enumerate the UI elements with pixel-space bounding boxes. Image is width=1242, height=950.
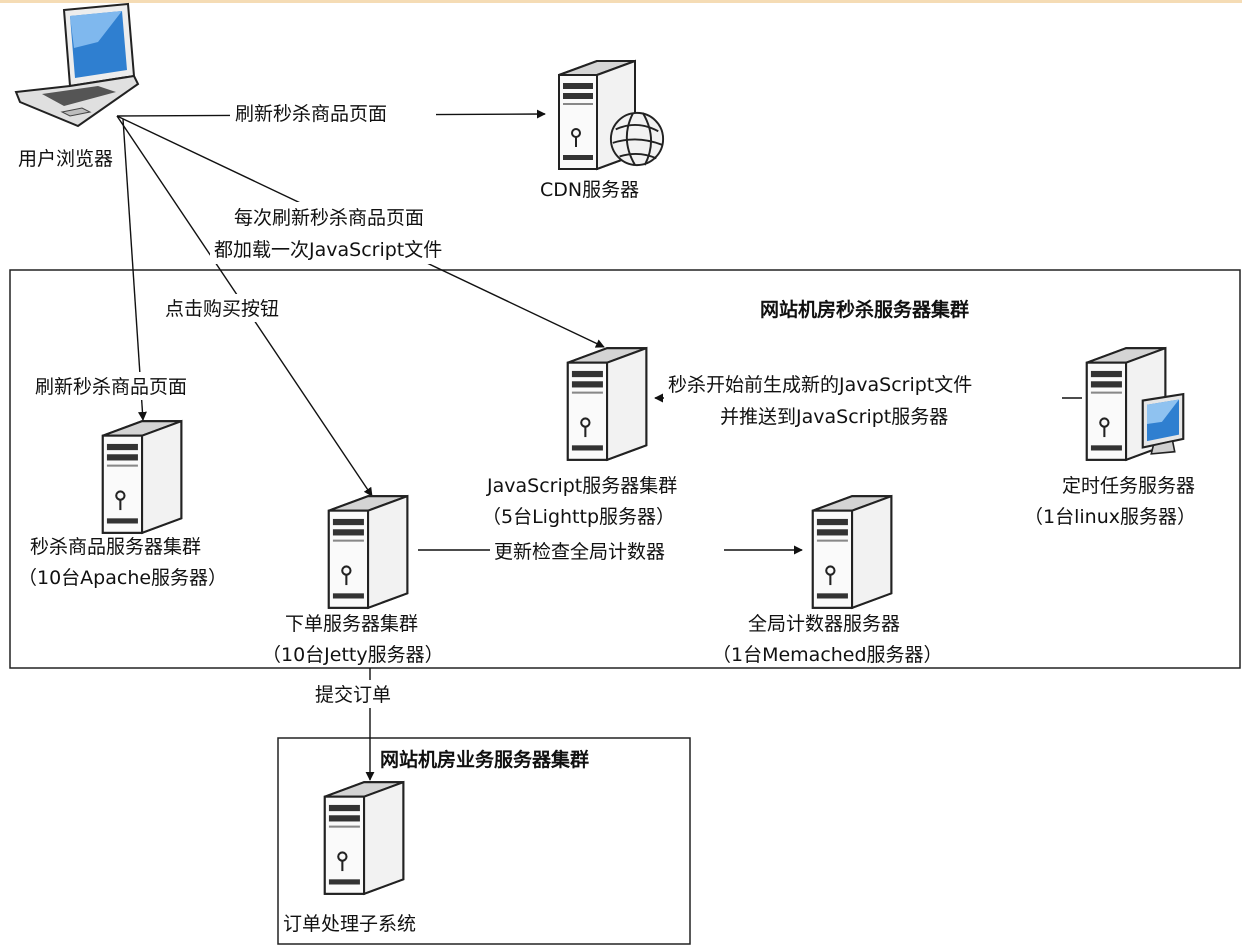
business-cluster-title: 网站机房业务服务器集群 (380, 748, 589, 771)
seckill-cluster-title: 网站机房秒杀服务器集群 (760, 298, 969, 321)
refresh-product-label: 刷新秒杀商品页面 (35, 376, 187, 398)
label-bg-generate-js (664, 370, 1062, 432)
laptop-icon (15, 3, 139, 127)
user-browser-label: 用户浏览器 (18, 148, 113, 170)
seckill-cluster-frame (9, 269, 1241, 669)
label-bg-refresh-cdn (230, 100, 436, 128)
timer-server-sublabel: （1台linux服务器） (1024, 506, 1196, 528)
label-bg-refresh-product (30, 372, 244, 400)
timer-server-label: 定时任务服务器 (1062, 475, 1195, 497)
business-cluster-frame (277, 737, 691, 945)
order-system-label: 订单处理子系统 (283, 913, 416, 935)
globe-icon (609, 111, 665, 167)
label-bg-update-counter (490, 537, 724, 565)
product-cluster-sublabel: （10台Apache服务器） (18, 567, 227, 589)
product-server-icon (101, 420, 183, 534)
load-js-label-line2: 都加载一次JavaScript文件 (214, 239, 442, 261)
order-server-icon (327, 495, 409, 609)
update-counter-label: 更新检查全局计数器 (494, 541, 665, 563)
cdn-server-label: CDN服务器 (540, 179, 639, 201)
label-bg-submit-order (310, 680, 422, 708)
refresh-to-cdn-label: 刷新秒杀商品页面 (235, 103, 387, 125)
counter-server-sublabel: （1台Memached服务器） (712, 644, 943, 666)
order-system-server-icon (323, 781, 405, 895)
js-server-icon (566, 347, 648, 461)
product-cluster-label: 秒杀商品服务器集群 (30, 536, 201, 558)
click-buy-label: 点击购买按钮 (165, 298, 279, 320)
order-cluster-label: 下单服务器集群 (285, 613, 418, 635)
js-cluster-label: JavaScript服务器集群 (486, 475, 677, 497)
monitor-icon (1141, 393, 1185, 455)
edge-refresh-product (122, 118, 147, 421)
generate-js-label-line1: 秒杀开始前生成新的JavaScript文件 (668, 374, 972, 396)
load-js-label-line1: 每次刷新秒杀商品页面 (234, 207, 424, 229)
top-bar (0, 0, 1242, 3)
label-bg-load-js (210, 202, 504, 264)
label-bg-click-buy (160, 294, 316, 322)
submit-order-label: 提交订单 (315, 684, 391, 706)
counter-server-icon (811, 495, 893, 609)
js-cluster-sublabel: （5台Lighttp服务器） (482, 506, 675, 528)
generate-js-label-line2: 并推送到JavaScript服务器 (720, 406, 948, 428)
order-cluster-sublabel: （10台Jetty服务器） (262, 644, 444, 666)
counter-server-label: 全局计数器服务器 (748, 613, 900, 635)
